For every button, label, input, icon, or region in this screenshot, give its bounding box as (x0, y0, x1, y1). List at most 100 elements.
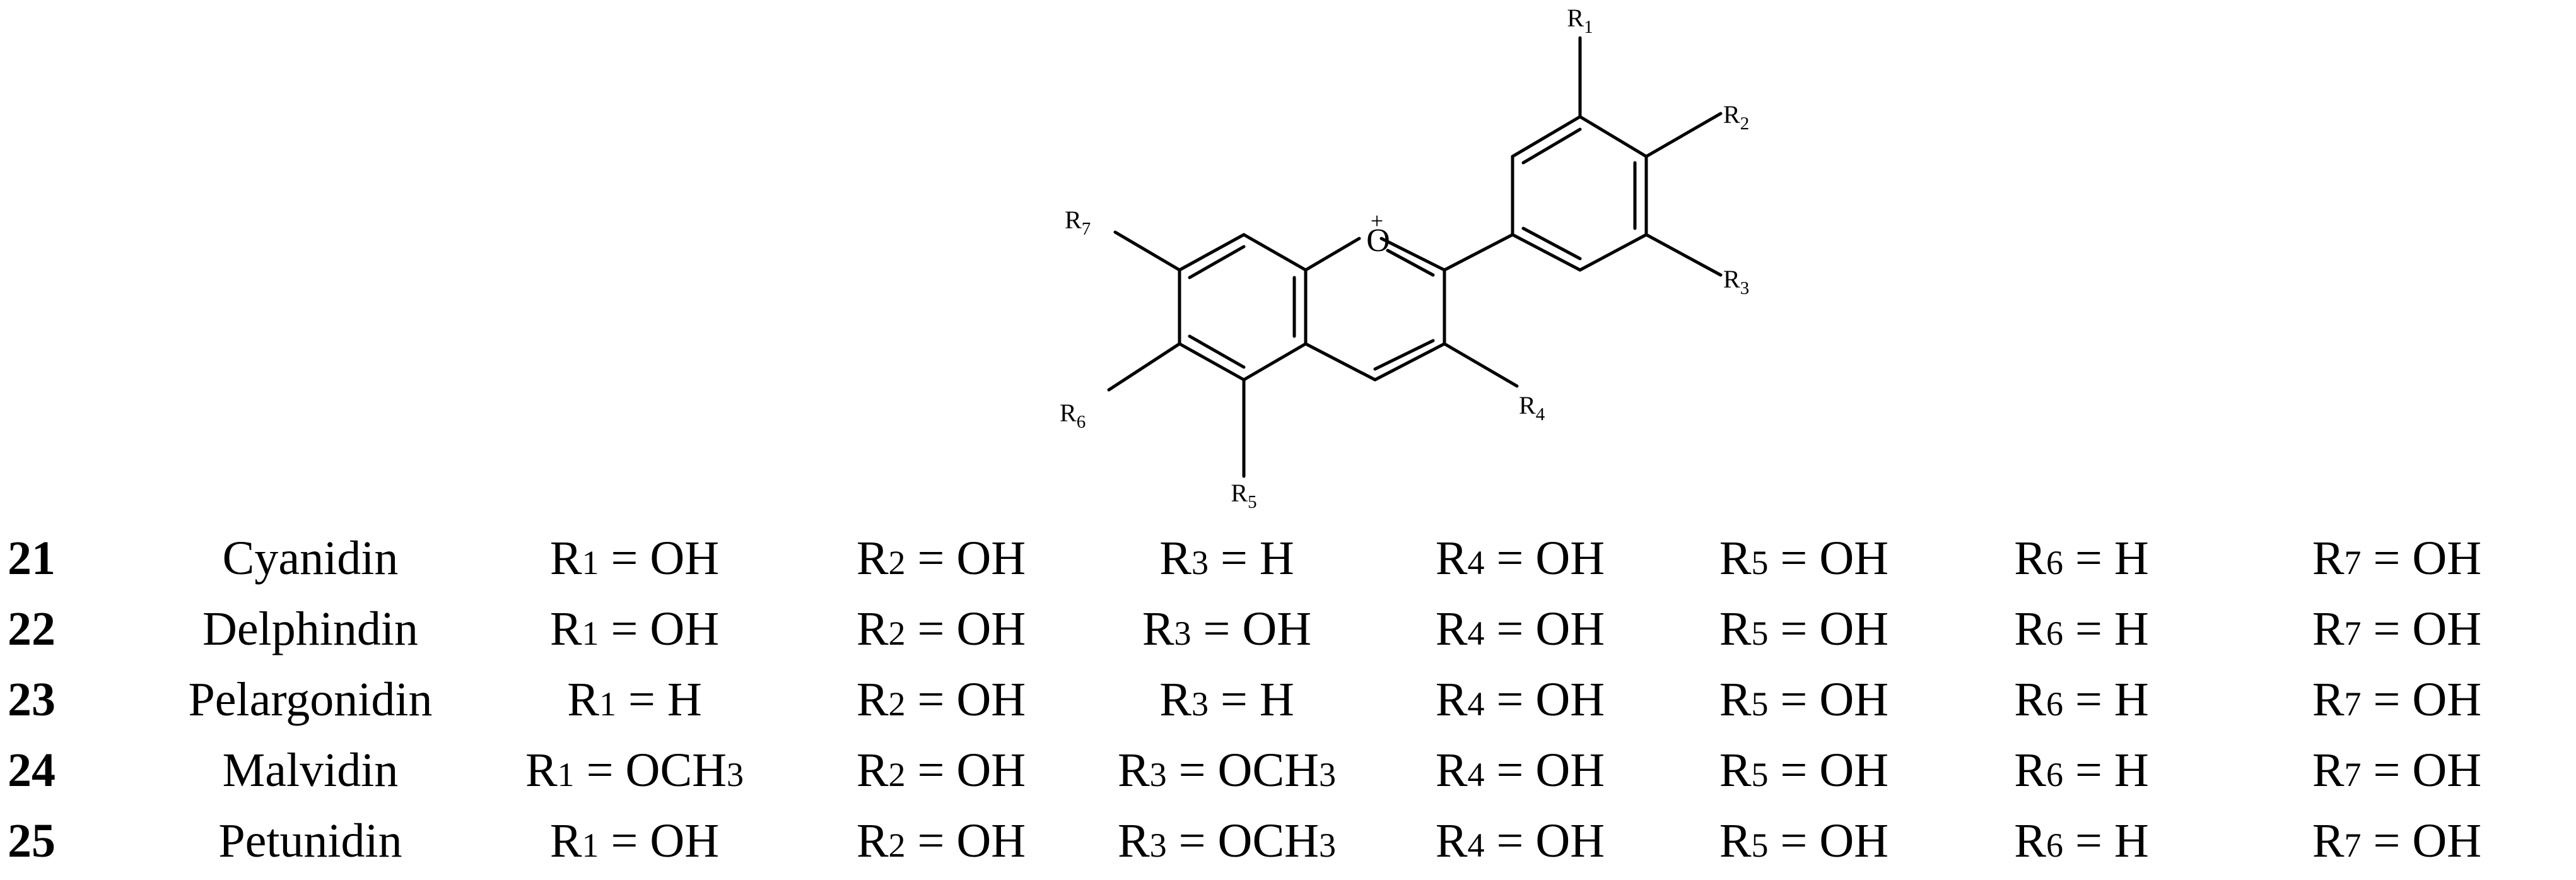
r-label: R (1435, 744, 1468, 797)
label-r5: R5 (1231, 479, 1256, 512)
compound-number: 21 (8, 532, 56, 585)
substituent-r4: R4 = OH (1436, 594, 1605, 668)
substituent-r3: R3 = H (1159, 665, 1294, 739)
equals-sign: = (1166, 814, 1218, 867)
r-subscript: 2 (888, 544, 906, 582)
equals-sign: = (2361, 814, 2413, 867)
r-label: R (1719, 673, 1752, 726)
r-label: R (1435, 602, 1468, 655)
r-subscript: 2 (888, 756, 906, 794)
r-value: OH (956, 744, 1026, 797)
r-subscript: 6 (2046, 685, 2063, 723)
substituent-r2: R2 = OH (857, 524, 1026, 597)
equals-sign: = (1768, 744, 1820, 797)
equals-sign: = (1768, 532, 1820, 585)
equals-sign: = (2063, 602, 2114, 655)
r-value: OH (650, 602, 720, 655)
r-label: R (525, 744, 558, 797)
double-bond (1373, 339, 1435, 371)
substituent-r4: R4 = OH (1436, 806, 1605, 880)
r-value: OH (650, 814, 720, 867)
equals-sign: = (599, 602, 650, 655)
equals-sign: = (905, 673, 957, 726)
value-subscript: 3 (727, 756, 744, 794)
double-bond (1521, 226, 1582, 261)
equals-sign: = (905, 602, 957, 655)
bond (1242, 342, 1308, 382)
r-value: H (2114, 814, 2149, 867)
r-subscript: 6 (2046, 826, 2063, 864)
r-label: R (1435, 673, 1468, 726)
bond (1379, 237, 1446, 272)
equals-sign: = (599, 814, 650, 867)
compound-number: 23 (8, 673, 56, 726)
r-value: H (2114, 673, 2149, 726)
r-value: OH (1819, 814, 1889, 867)
compound-name: Pelargonidin (188, 673, 433, 726)
equals-sign: = (2063, 744, 2114, 797)
label-r1: R1 (1567, 4, 1593, 37)
r-subscript: 7 (2344, 614, 2362, 652)
r-label: R (2014, 532, 2046, 585)
substituent-r7: R7 = OH (2312, 806, 2481, 880)
r-subscript: 5 (1751, 685, 1769, 723)
r-label: R (2014, 673, 2046, 726)
r-subscript: 3 (1191, 544, 1209, 582)
bond (1304, 237, 1361, 272)
substituent-r1: R1 = H (567, 665, 701, 739)
substituent-r6: R6 = H (2014, 736, 2148, 809)
r-value: OH (956, 602, 1026, 655)
r-value: OH (1819, 673, 1889, 726)
substituent-r5: R5 = OH (1719, 524, 1888, 597)
r-value: H (1259, 532, 1294, 585)
substituent-r5: R5 = OH (1719, 806, 1888, 880)
r-label: R (856, 532, 889, 585)
r-value: OH (1819, 744, 1889, 797)
equals-sign: = (2063, 814, 2114, 867)
r-label: R (2312, 602, 2345, 655)
equals-sign: = (2361, 532, 2413, 585)
r-subscript: 5 (1751, 756, 1769, 794)
r-subscript: 1 (582, 544, 599, 582)
r-subscript: 1 (599, 685, 616, 723)
equals-sign: = (1484, 814, 1536, 867)
r-value: OCH (1217, 814, 1320, 867)
substituent-r1: R1 = OH (550, 524, 719, 597)
bond-r6 (1107, 342, 1181, 392)
r-subscript: 1 (582, 614, 599, 652)
substituent-r2: R2 = OH (857, 594, 1026, 668)
r-value: H (667, 673, 702, 726)
equals-sign: = (1768, 814, 1820, 867)
label-r3: R3 (1723, 265, 1749, 298)
r-subscript: 7 (2344, 685, 2362, 723)
r-subscript: 5 (1751, 826, 1769, 864)
r-value: OH (1535, 673, 1605, 726)
equals-sign: = (2361, 673, 2413, 726)
label-r7: R7 (1065, 206, 1091, 239)
r-subscript: 3 (1149, 826, 1167, 864)
r-subscript: 1 (557, 756, 575, 794)
r-label: R (549, 814, 582, 867)
equals-sign: = (2361, 744, 2413, 797)
value-subscript: 3 (1319, 756, 1337, 794)
double-bond (1188, 245, 1246, 279)
r-value: OH (2412, 532, 2482, 585)
compound-number: 22 (8, 602, 56, 655)
bond (1242, 233, 1308, 272)
substituent-r7: R7 = OH (2312, 594, 2481, 668)
r-subscript: 4 (1467, 614, 1485, 652)
label-r2: R2 (1723, 100, 1749, 134)
ring-oxygen: O (1366, 223, 1390, 259)
equals-sign: = (1484, 673, 1536, 726)
substituent-r3: R3 = OCH3 (1118, 806, 1336, 880)
r-value: OH (650, 532, 720, 585)
r-label: R (1435, 532, 1468, 585)
equals-sign: = (1166, 744, 1218, 797)
equals-sign: = (616, 673, 667, 726)
substituent-r3: R3 = OCH3 (1118, 736, 1336, 809)
substituent-r2: R2 = OH (857, 806, 1026, 880)
r-subscript: 7 (2344, 756, 2362, 794)
r-value: OH (1535, 602, 1605, 655)
value-subscript: 3 (1319, 826, 1337, 864)
